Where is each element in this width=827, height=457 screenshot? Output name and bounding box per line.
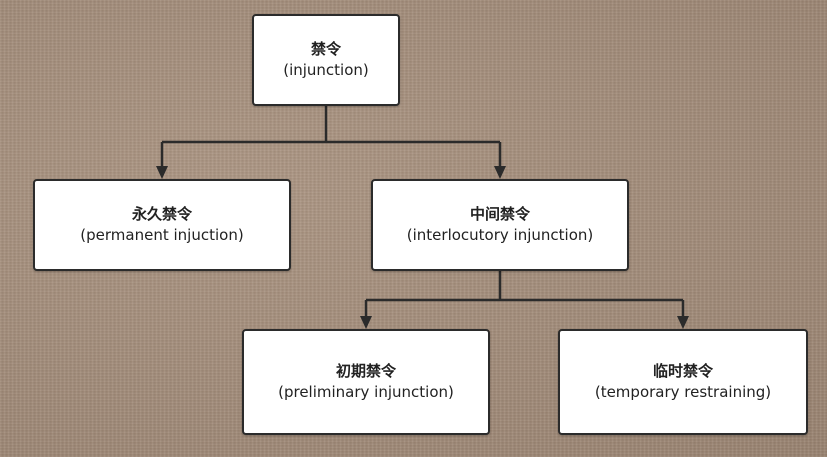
node-injunction: 禁令 (injunction) (252, 14, 400, 106)
node-permanent-zh-label: 永久禁令 (131, 205, 192, 223)
arrowhead-permanent (156, 166, 168, 179)
node-interlocutory-zh-label: 中间禁令 (469, 205, 530, 223)
node-temporary-en-label: (temporary restraining) (594, 383, 772, 401)
node-temporary-zh-label: 临时禁令 (652, 362, 713, 380)
node-permanent-en-label: (permanent injuction) (80, 226, 244, 244)
node-interlocutory-injunction: 中间禁令 (interlocutory injunction) (371, 179, 629, 271)
node-temporary-restraining: 临时禁令 (temporary restraining) (558, 329, 808, 435)
node-preliminary-zh-label: 初期禁令 (335, 362, 396, 380)
arrowhead-preliminary (360, 316, 372, 329)
node-preliminary-injunction: 初期禁令 (preliminary injunction) (242, 329, 490, 435)
arrowhead-interlocutory (494, 166, 506, 179)
arrowhead-temporary (677, 316, 689, 329)
node-preliminary-en-label: (preliminary injunction) (278, 383, 454, 401)
node-injunction-en-label: (injunction) (283, 61, 369, 79)
node-injunction-zh-label: 禁令 (310, 40, 341, 58)
node-interlocutory-en-label: (interlocutory injunction) (406, 226, 594, 244)
node-permanent-injunction: 永久禁令 (permanent injuction) (33, 179, 291, 271)
